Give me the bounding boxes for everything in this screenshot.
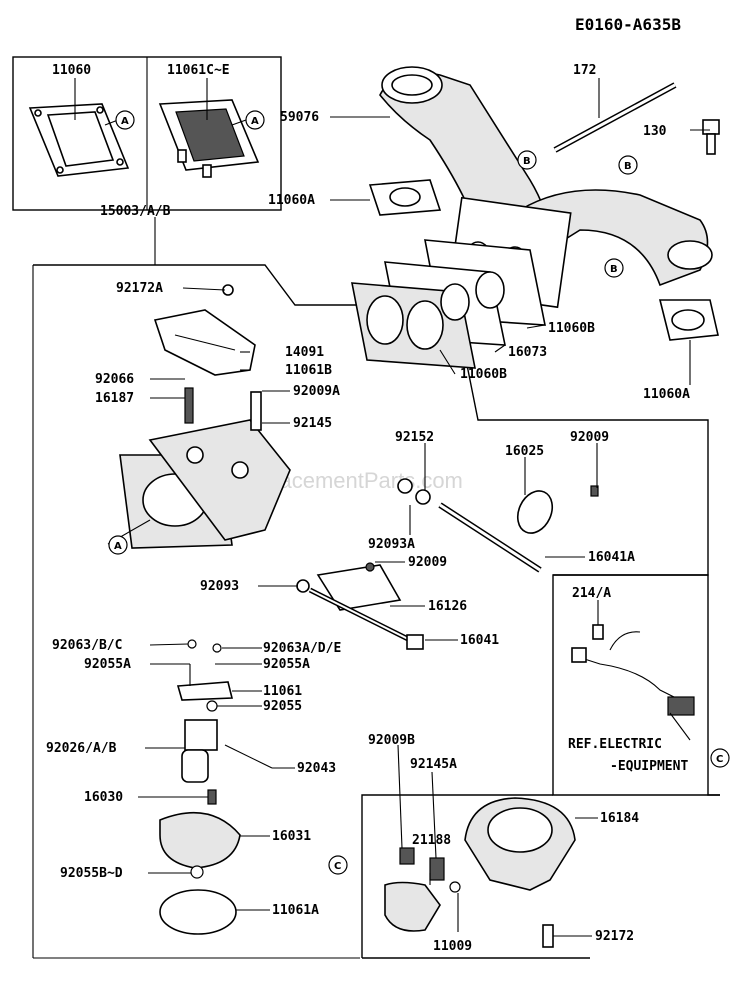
label-16073: 16073 [508,345,547,360]
label-92093: 92093 [200,579,239,594]
electric-solenoid-214a [571,624,695,716]
label-16041a: 16041A [588,550,635,565]
label-92145a: 92145A [410,757,457,772]
label-172: 172 [573,63,596,78]
ref-circle-a-3: A [108,535,128,555]
label-11060a-right: 11060A [643,387,690,402]
svg-text:B: B [523,156,531,167]
label-92009-1: 92009 [570,430,609,445]
main-frame-outline [33,264,720,796]
label-92172: 92172 [595,929,634,944]
label-92066: 92066 [95,372,134,387]
label-92055a-1: 92055A [84,657,131,672]
label-11061b: 11061B [285,363,332,378]
label-16126: 16126 [428,599,467,614]
electric-box-frame [553,574,720,796]
choke-housing-16184 [384,797,576,948]
ref-electric-line1: REF.ELECTRIC [568,737,662,752]
label-92055b-d: 92055B~D [60,866,123,881]
svg-text:A: A [251,116,259,127]
label-16031: 16031 [272,829,311,844]
label-92152: 92152 [395,430,434,445]
label-92172a: 92172A [116,281,163,296]
label-11061a: 11061A [272,903,319,918]
float-assembly [159,639,273,935]
ref-circle-a-2: A [245,110,265,130]
label-130: 130 [643,124,667,139]
bolt-130 [702,119,720,155]
ref-circle-a-1: A [115,110,135,130]
svg-text:B: B [610,264,618,275]
gasket-11061c [158,99,260,178]
throttle-shaft-16041a [397,478,599,573]
label-14091: 14091 [285,345,324,360]
bracket-14091 [153,309,256,376]
svg-text:B: B [624,161,632,172]
label-16187: 16187 [95,391,134,406]
label-11061: 11061 [263,684,302,699]
label-92145: 92145 [293,416,332,431]
label-92055: 92055 [263,699,302,714]
stud-172 [553,82,677,153]
carburetor-body [119,419,291,549]
lower-frame [361,794,553,958]
ref-circle-b-2: B [618,155,638,175]
label-16041: 16041 [460,633,499,648]
label-92043: 92043 [297,761,336,776]
label-21188: 21188 [412,833,451,848]
label-92026: 92026/A/B [46,741,117,756]
label-15003: 15003/A/B [100,204,171,219]
label-92093a: 92093A [368,537,415,552]
choke-shaft-16041 [296,562,424,650]
label-92009a: 92009A [293,384,340,399]
svg-text:A: A [121,116,129,127]
label-92055a-2: 92055A [263,657,310,672]
label-11060a-top: 11060A [268,193,315,208]
gasket-11060a-right [658,299,719,341]
ref-circle-b-1: B [517,150,537,170]
screw-16187 [184,387,194,424]
label-214a: 214/A [572,586,611,601]
svg-text:C: C [716,754,723,765]
label-92063-bc: 92063/B/C [52,638,122,653]
gasket-11060 [28,103,130,177]
svg-text:C: C [334,861,341,872]
ref-circle-b-3: B [604,258,624,278]
label-11060b-1: 11060B [548,321,595,336]
label-11061c-e: 11061C~E [167,63,230,78]
label-92063a-de: 92063A/D/E [263,641,341,656]
label-59076: 59076 [280,110,319,125]
ref-electric-line2: -EQUIPMENT [610,759,688,774]
leader-lines [74,78,710,937]
label-16184: 16184 [600,811,639,826]
svg-text:A: A [114,541,122,552]
diagram-code: E0160-A635B [575,15,681,34]
label-92009b: 92009B [368,733,415,748]
label-11060: 11060 [52,63,91,78]
ref-circle-c-2: C [328,855,348,875]
gasket-11060a-top [368,179,442,216]
screw-92009a [250,391,262,431]
spacer-stack-16073 [351,239,546,369]
label-92009-2: 92009 [408,555,447,570]
ref-circle-c-1: C [710,748,730,768]
label-16030: 16030 [84,790,123,805]
label-11060b-2: 11060B [460,367,507,382]
label-16025: 16025 [505,444,544,459]
label-11009: 11009 [433,939,472,954]
